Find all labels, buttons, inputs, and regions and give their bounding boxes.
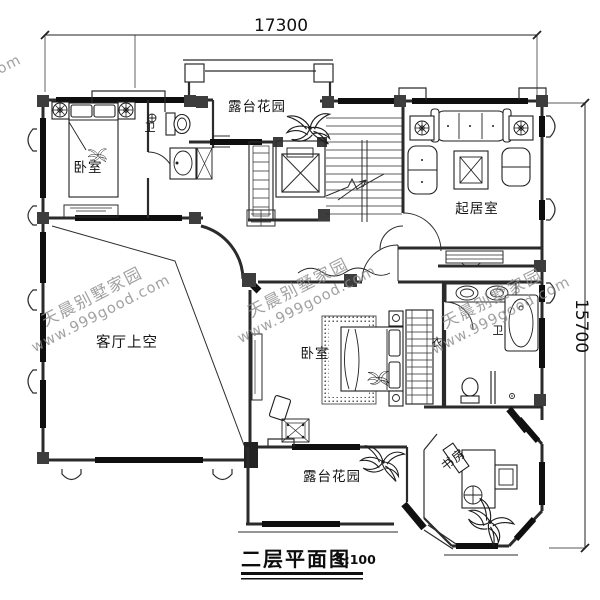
title-underline-thin bbox=[241, 578, 363, 580]
window-seat bbox=[63, 204, 119, 218]
right-dimension-value: 15700 bbox=[571, 299, 591, 353]
room-label-bath-master: 卫 bbox=[493, 324, 504, 337]
sink-upper-icon bbox=[169, 147, 197, 180]
bed-upper-symbol bbox=[51, 101, 136, 198]
walls bbox=[40, 59, 547, 556]
tv-bench bbox=[251, 333, 263, 401]
bath-master-fixtures bbox=[445, 283, 539, 404]
room-label-closet: 衣 bbox=[432, 335, 443, 349]
room-label-void: 客厅上空 bbox=[96, 334, 158, 351]
drawing-title: 二层平面图 bbox=[241, 547, 351, 571]
drawing-scale: 1:100 bbox=[336, 552, 376, 567]
elevator bbox=[275, 140, 326, 198]
bench-and-rug bbox=[268, 395, 310, 443]
room-label-bedroom-master: 卧室 bbox=[301, 345, 330, 362]
watermark-line2: www.999good.com bbox=[0, 52, 24, 136]
title-block: 二层平面图 1:100 bbox=[241, 547, 376, 580]
toilet-upper-icon bbox=[147, 112, 191, 136]
title-underline bbox=[241, 572, 363, 575]
room-label-bath-upper: 卫 bbox=[145, 121, 156, 134]
duct-shaft bbox=[246, 141, 276, 227]
room-labels: 卧室 卫 露台花园 起居室 客厅上空 卧室 衣 卫 露台花园 书房 bbox=[74, 99, 504, 485]
room-label-terrace-lower: 露台花园 bbox=[303, 469, 361, 485]
plant-icon bbox=[357, 442, 406, 483]
study-desk-set bbox=[442, 442, 518, 509]
bay-ledge bbox=[445, 250, 504, 267]
room-label-living: 起居室 bbox=[455, 200, 499, 217]
curtain-symbol bbox=[297, 267, 391, 277]
bed-master-symbol bbox=[321, 310, 404, 407]
room-label-bedroom-upper: 卧室 bbox=[74, 159, 103, 176]
top-dimension-value: 17300 bbox=[254, 16, 308, 36]
structural-columns bbox=[37, 95, 548, 464]
room-label-terrace-upper: 露台花园 bbox=[228, 99, 286, 115]
top-dimension: 17300 bbox=[40, 16, 542, 97]
window-shutter-icons bbox=[27, 115, 556, 481]
staircase bbox=[325, 117, 402, 222]
right-dimension: 15700 bbox=[547, 98, 591, 553]
living-room-sofa-set bbox=[407, 108, 534, 195]
shower-icon bbox=[196, 147, 213, 180]
closet-shelving bbox=[405, 309, 434, 405]
